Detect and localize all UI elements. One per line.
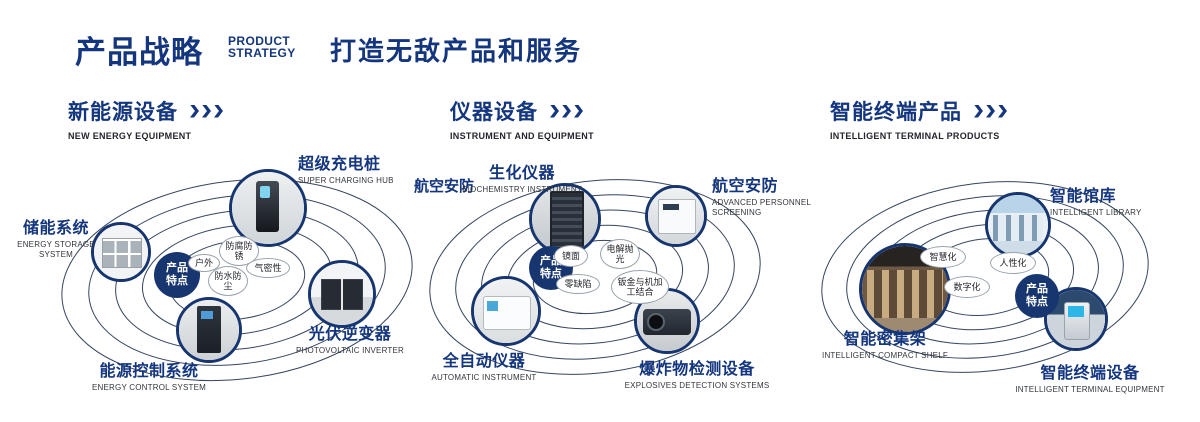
page-slogan: 打造无敌产品和服务 [330,36,583,66]
section-head-new-energy: 新能源设备 NEW ENERGY EQUIPMENT [68,96,223,141]
product-name: 爆炸物检测设备 [639,361,755,378]
product-circle-intelligent-terminal-equipment [1044,287,1108,351]
product-name: 生化仪器 [488,165,555,182]
product-label-biochemistry-instrument: 生化仪器 BIOCHEMISTRY INSTRUMENT [462,159,582,195]
biochemistry-instrument-photo [532,186,598,252]
product-label-energy-storage-system: 储能系统 ENERGY STORAGE SYSTEM [14,214,98,260]
product-name: 全自动仪器 [442,353,526,370]
product-label-intelligent-library: 智能馆库 INTELLIGENT LIBRARY [1050,182,1180,218]
orbit-rings-intelligent-terminal [821,181,1149,373]
super-charging-hub-photo [232,172,304,244]
triple-chevron-icon [550,104,583,118]
page-subtitle: PRODUCT STRATEGY [228,35,296,59]
product-name-en: PHOTOVOLTAIC INVERTER [295,346,405,355]
feature-bubble: 钣金与机加工结合 [611,270,669,304]
personnel-screening-photo [648,188,704,244]
side-label-aviation-security: 航空安防 [414,178,475,195]
product-name: 智能密集架 [843,331,927,348]
feature-bubble: 气密性 [246,258,290,278]
feature-bubble: 防水防尘 [208,266,248,296]
triple-chevron-icon [190,104,223,118]
feature-bubble: 人性化 [990,252,1036,274]
feature-bubble: 智慧化 [920,246,966,268]
product-name-en: SUPER CHARGING HUB [298,176,394,185]
product-name-en: ADVANCED PERSONNEL SCREENING [712,198,811,217]
page-subtitle-line1: PRODUCT [228,34,291,48]
product-name-en: INTELLIGENT COMPACT SHELF [822,351,948,360]
product-name: 能源控制系统 [99,363,199,380]
product-name: 储能系统 [22,220,89,237]
energy-control-system-photo [179,300,239,360]
feature-bubble: 电解抛光 [600,239,640,269]
section-title-cn: 新能源设备 [68,101,178,124]
product-name: 超级充电桩 [298,156,381,173]
feature-bubble: 数字化 [944,276,990,298]
section-title-cn: 仪器设备 [450,101,538,124]
product-name-en: INTELLIGENT TERMINAL EQUIPMENT [1015,385,1165,394]
product-label-intelligent-terminal-equipment: 智能终端设备 INTELLIGENT TERMINAL EQUIPMENT [1000,359,1180,395]
feature-bubble: 户外 [188,254,220,272]
section-title-en: INTELLIGENT TERMINAL PRODUCTS [830,131,1000,141]
product-circle-intelligent-library [985,192,1051,258]
product-label-intelligent-compact-shelf: 智能密集架 INTELLIGENT COMPACT SHELF [820,325,950,361]
product-label-energy-control-system: 能源控制系统 ENERGY CONTROL SYSTEM [84,357,214,393]
product-name-en: INTELLIGENT LIBRARY [1050,208,1142,217]
product-circle-photovoltaic-inverter [308,260,376,328]
product-name: 智能馆库 [1050,188,1117,205]
product-circle-energy-storage-system [91,222,151,282]
product-circle-super-charging-hub [229,169,307,247]
feature-bubble: 镜面 [554,245,588,267]
product-circle-automatic-instrument [471,276,541,346]
section-title-en: NEW ENERGY EQUIPMENT [68,131,192,141]
intelligent-terminal-equipment-photo [1047,290,1105,348]
product-label-explosives-detection: 爆炸物检测设备 EXPLOSIVES DETECTION SYSTEMS [612,355,782,391]
product-label-photovoltaic-inverter: 光伏逆变器 PHOTOVOLTAIC INVERTER [290,320,410,356]
product-name-en: ENERGY CONTROL SYSTEM [92,383,206,392]
automatic-instrument-photo [474,279,538,343]
intelligent-library-photo [988,195,1048,255]
product-name-en: BIOCHEMISTRY INSTRUMENT [462,185,582,194]
product-name-en: EXPLOSIVES DETECTION SYSTEMS [624,381,770,390]
triple-chevron-icon [974,104,1007,118]
product-name-en: ENERGY STORAGE SYSTEM [17,240,95,259]
product-name: 航空安防 [712,178,779,195]
section-title-en: INSTRUMENT AND EQUIPMENT [450,131,594,141]
product-label-personnel-screening: 航空安防 ADVANCED PERSONNEL SCREENING [712,172,832,218]
product-name-en: AUTOMATIC INSTRUMENT [431,373,537,382]
photovoltaic-inverter-photo [311,263,373,325]
section-head-intelligent-terminal: 智能终端产品 INTELLIGENT TERMINAL PRODUCTS [830,96,1007,141]
product-circle-personnel-screening [645,185,707,247]
product-circle-energy-control-system [176,297,242,363]
feature-bubble: 零缺陷 [556,274,600,294]
section-head-instruments: 仪器设备 INSTRUMENT AND EQUIPMENT [450,96,594,141]
product-name: 光伏逆变器 [308,326,392,343]
page-title: 产品战略 [75,35,203,70]
section-title-cn: 智能终端产品 [830,101,962,124]
product-name: 智能终端设备 [1040,365,1140,382]
page-subtitle-line2: STRATEGY [228,46,296,60]
product-label-automatic-instrument: 全自动仪器 AUTOMATIC INSTRUMENT [424,347,544,383]
product-features-badge: 产品特点 [1015,274,1059,318]
energy-storage-system-photo [94,225,148,279]
product-label-super-charging-hub: 超级充电桩 SUPER CHARGING HUB [298,150,428,186]
